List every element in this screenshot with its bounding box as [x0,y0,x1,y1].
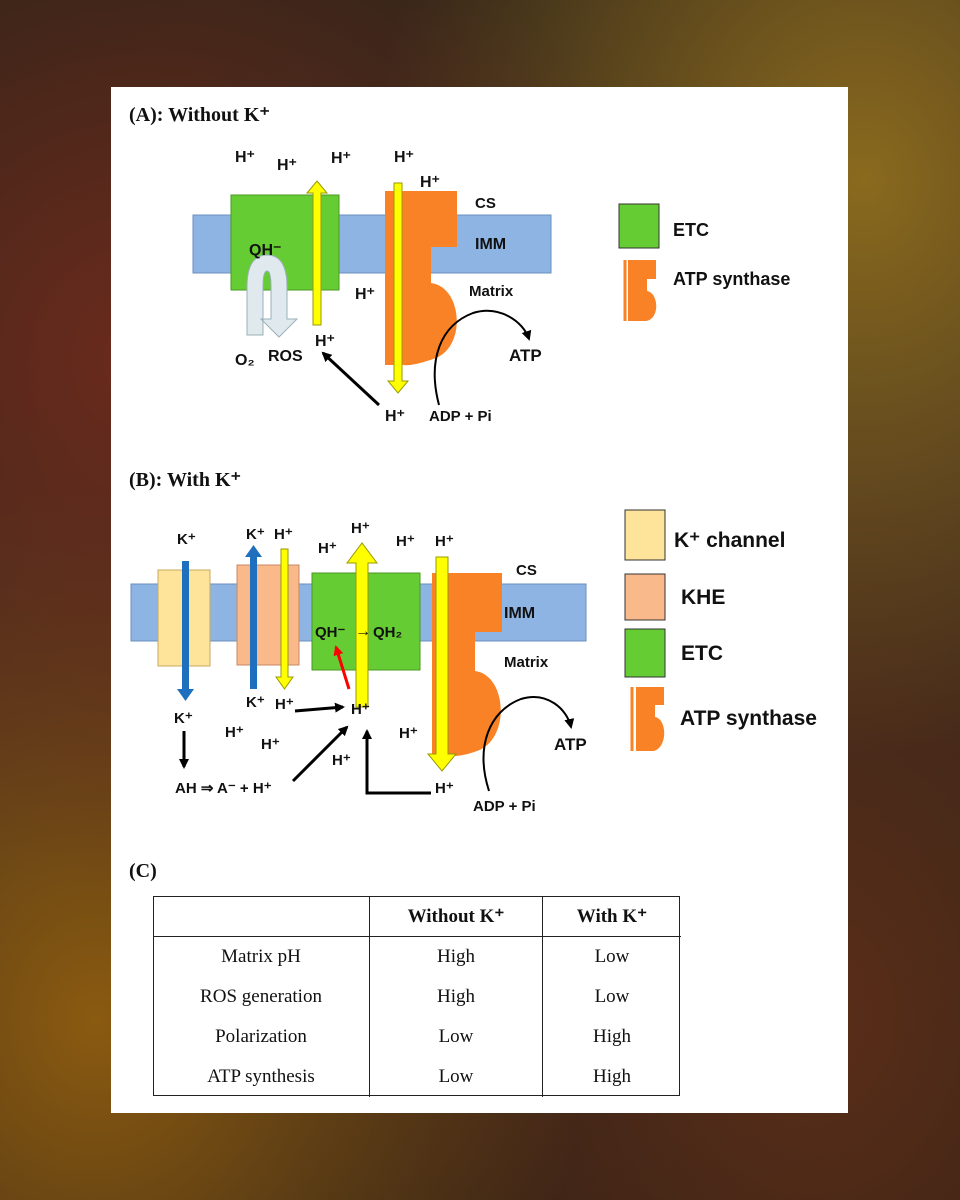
table-cell: Low [594,986,630,1007]
h-plus-a3: H⁺ [331,150,351,167]
cs-label-b: CS [516,562,537,579]
table-header-row: Without K⁺ With K⁺ [153,896,681,937]
proton-channel-etc-b [346,542,378,708]
table-cell: ATP synthesis [153,1057,370,1097]
h-plus-b2: H⁺ [318,540,337,557]
red-arrow [333,645,351,690]
proton-channel-atp-b [426,556,458,772]
proton-channel-atp-a [386,182,410,394]
table-cell: High [593,1066,631,1087]
h-plus-b12: H⁺ [435,780,454,797]
table-cell: High [593,1026,631,1047]
panel-c-title: (C) [129,860,157,882]
legend-khe-swatch [624,573,666,621]
h-plus-b10: H⁺ [332,752,351,769]
h-right-arrow-b [294,702,345,713]
h-diag-arrow-b [291,725,349,783]
panel-b-title: (B): With K⁺ [129,469,241,491]
khe-h-arrow [275,548,294,690]
khe-k-arrow [245,545,262,689]
legend-atp-label-a: ATP synthase [673,269,790,289]
h-return-arrow-b [362,729,431,795]
legend-k-channel-swatch [624,509,666,561]
atp-synthase-b [432,573,502,756]
h-plus-b4: H⁺ [396,533,415,550]
table-row: ROS generation High Low [153,977,681,1017]
k-channel-arrow [177,561,194,701]
h-plus-a2: H⁺ [277,157,297,174]
khe-block [236,564,300,666]
table-header-cell: With K⁺ [542,896,681,937]
table-cell: Matrix pH [153,936,370,977]
qh-label-a: QH⁻ [249,242,281,259]
h-plus-b8: H⁺ [225,724,244,741]
matrix-label-b: Matrix [504,654,549,671]
o2-label: O₂ [235,352,255,369]
table-cell: Low [594,946,630,967]
atp-label-b: ATP [554,735,587,754]
h-plus-a8: H⁺ [385,408,405,425]
ros-curve-arrow [246,254,299,338]
qh-arrow-b: → [355,623,371,640]
imm-label-a: IMM [475,236,506,253]
h-plus-a1: H⁺ [235,149,255,166]
table-header-cell [153,896,370,937]
k-plus-b2: K⁺ [246,526,265,543]
legend-atp-synthase-icon-b [636,687,665,751]
table-row: ATP synthesis Low High [153,1057,681,1097]
table-row: Matrix pH High Low [153,936,681,977]
h-plus-b5: H⁺ [435,533,454,550]
adp-label-b: ADP + Pi [473,798,536,815]
legend-atp-label-b: ATP synthase [680,707,817,730]
table-cell: High [369,977,543,1017]
reaction-label: AH ⇒ A⁻ + H⁺ [175,780,272,797]
atp-label-a: ATP [509,346,542,365]
ros-label: ROS [268,348,303,365]
h-plus-a4: H⁺ [394,149,414,166]
qh2-label-b: QH₂ [373,624,402,641]
cs-label-a: CS [475,195,496,212]
panel-a-title: (A): Without K⁺ [129,104,270,126]
summary-table: Without K⁺ With K⁺ Matrix pH High Low RO… [153,896,681,1097]
atp-curve-arrow-b [482,696,575,792]
figure-card: (A): Without K⁺ QH⁻ CS IMM Matrix H⁺ H⁺ … [111,87,848,1113]
table-cell: High [369,936,543,977]
h-plus-a7: H⁺ [315,333,335,350]
k-plus-b3: K⁺ [246,694,265,711]
qh-label-b: QH⁻ [315,624,346,641]
legend-atp-synthase-icon-a [628,260,657,321]
h-plus-b3: H⁺ [351,520,370,537]
legend-etc-label-a: ETC [673,220,709,240]
atp-synthase-a [385,191,457,366]
h-plus-b1: H⁺ [274,526,293,543]
h-plus-a6: H⁺ [355,286,375,303]
adp-label-a: ADP + Pi [429,408,492,425]
matrix-label-a: Matrix [469,283,514,300]
table-row: Polarization Low High [153,1017,681,1057]
h-plus-b7: H⁺ [351,701,370,718]
table-cell: Polarization [153,1017,370,1057]
legend-etc-label-b: ETC [681,642,723,665]
proton-channel-a [305,180,329,326]
k-plus-b1: K⁺ [177,531,196,548]
table-cell: ROS generation [153,977,370,1017]
h-plus-b11: H⁺ [399,725,418,742]
h-plus-b9: H⁺ [261,736,280,753]
table-header-cell: Without K⁺ [369,896,543,937]
legend-k-channel-label: K⁺ channel [674,529,785,552]
table-cell: Low [369,1057,543,1097]
k-plus-b4: K⁺ [174,710,193,727]
imm-label-b: IMM [504,605,535,622]
diagram-canvas: (A): Without K⁺ QH⁻ CS IMM Matrix H⁺ H⁺ … [129,104,817,882]
atp-curve-arrow-a [433,309,532,406]
h-plus-b6: H⁺ [275,696,294,713]
table-cell: Low [369,1017,543,1057]
h-flow-arrow-a [321,351,381,407]
legend-etc-swatch-b [624,628,666,678]
legend-khe-label: KHE [681,586,725,609]
legend-etc-swatch-a [618,203,660,249]
h-plus-a5: H⁺ [420,174,440,191]
